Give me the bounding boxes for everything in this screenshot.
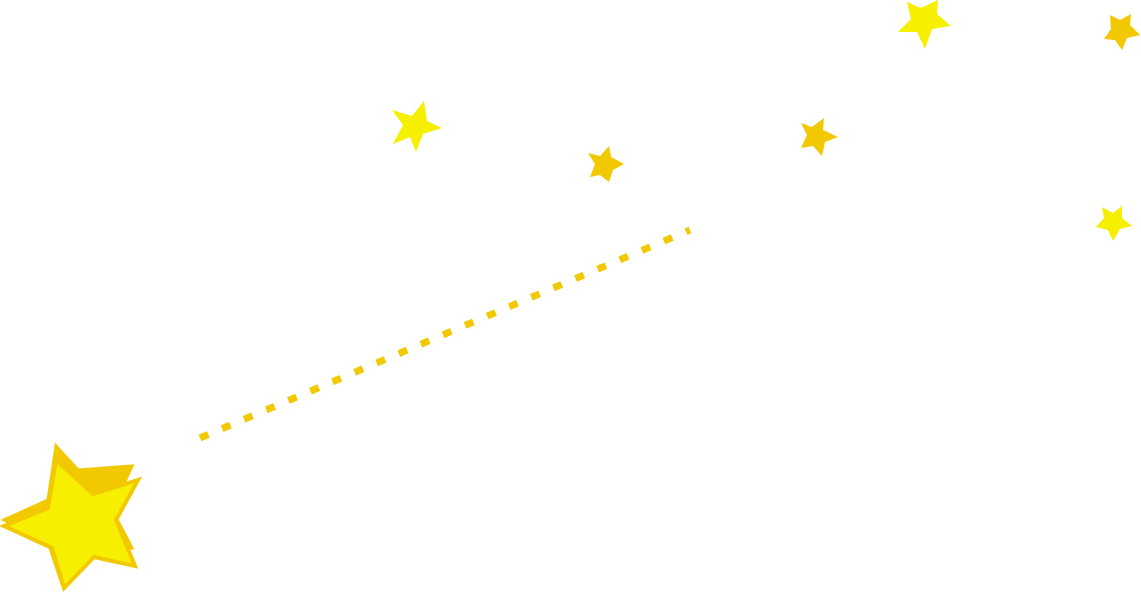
dotted-trail — [198, 226, 692, 442]
star-icon — [898, 0, 951, 49]
star-icon — [1096, 206, 1132, 241]
star-icon — [801, 118, 838, 156]
star-icon — [1104, 14, 1140, 50]
small-stars — [392, 0, 1140, 241]
star-icon — [588, 146, 624, 182]
star-icon — [392, 101, 442, 152]
shooting-star-icon — [0, 456, 143, 592]
